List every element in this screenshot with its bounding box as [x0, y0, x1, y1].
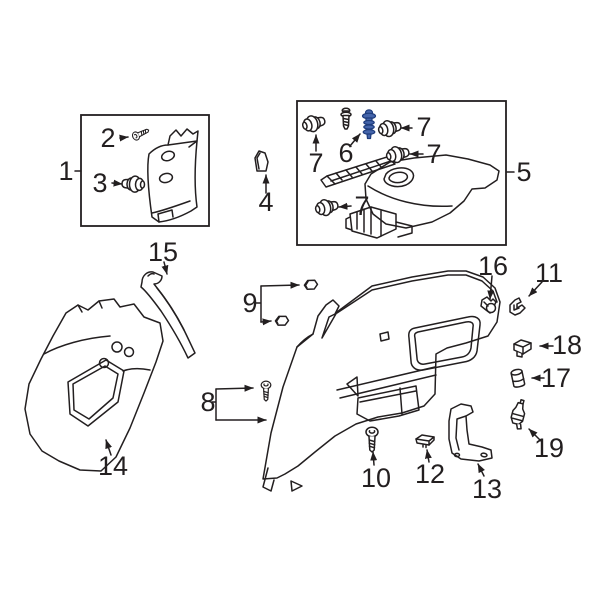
- part-12-clip-drawing: [415, 434, 435, 449]
- callout-7c: 7: [426, 139, 441, 169]
- part-2-screw-drawing: [130, 125, 151, 142]
- callout-11: 11: [535, 258, 563, 288]
- part-19-clip-drawing: [510, 399, 526, 430]
- leader-arrow-6: [349, 133, 361, 147]
- part-16-clip-drawing: [480, 296, 497, 314]
- part-10-screw-drawing: [365, 426, 379, 453]
- leader-arrow-11: [528, 281, 543, 297]
- part-8-screw-drawing: [260, 380, 272, 402]
- part-17-cylinder-drawing: [510, 368, 526, 388]
- callout-18: 18: [552, 330, 582, 360]
- callout-6: 6: [338, 138, 353, 168]
- leader-bracket-8: [211, 388, 217, 421]
- part-5-trim-panel-drawing: [345, 154, 500, 239]
- leader-arrow-9b: [260, 318, 272, 326]
- part-3-grommet-drawing: [120, 174, 146, 194]
- callout-13: 13: [472, 474, 502, 504]
- callout-7a: 7: [308, 148, 323, 178]
- part-15-bracket-drawing: [140, 271, 196, 359]
- callout-19: 19: [534, 433, 564, 463]
- part-6-highlighted-clip: [361, 109, 377, 140]
- leader-arrow-2: [119, 134, 129, 142]
- leader-arrow-12: [424, 449, 432, 463]
- callout-9: 9: [242, 288, 257, 318]
- callout-16: 16: [478, 251, 508, 281]
- leader-bracket-9: [255, 285, 262, 323]
- callout-7b: 7: [416, 112, 431, 142]
- part-4-cap-drawing: [254, 150, 269, 172]
- leader-arrow-9a: [260, 281, 300, 289]
- leader-arrow-13: [477, 463, 485, 477]
- part-5-grille-drawing: [320, 156, 396, 188]
- leader-arrow-7d: [338, 202, 352, 210]
- callout-12: 12: [415, 459, 445, 489]
- leader-arrow-19: [528, 428, 542, 442]
- callout-3: 3: [92, 168, 107, 198]
- callout-7d: 7: [354, 191, 369, 221]
- callout-17: 17: [541, 363, 571, 393]
- callout-4: 4: [258, 187, 273, 217]
- leader-arrow-8a: [215, 384, 254, 392]
- box-part-5: [296, 100, 507, 246]
- callout-10: 10: [361, 463, 391, 493]
- part-13-bracket-drawing: [448, 403, 493, 462]
- part-5-frame: [296, 100, 507, 246]
- part-7-clip-a: [300, 111, 328, 135]
- callout-15: 15: [148, 237, 178, 267]
- callout-8: 8: [200, 387, 215, 417]
- part-6-screw-drawing: [340, 107, 352, 130]
- part-14-side-panel-drawing: [24, 298, 164, 472]
- part-9-cap-b: [274, 314, 290, 328]
- part-7-clip-d: [313, 196, 341, 219]
- callout-5: 5: [516, 157, 531, 187]
- part-7-clip-b: [376, 117, 404, 140]
- part-1-pillar-trim-drawing: [147, 128, 199, 223]
- leader-arrow-15: [161, 261, 169, 275]
- leader-arrow-14: [105, 439, 113, 456]
- callout-2: 2: [100, 123, 115, 153]
- part-9-cap-a: [302, 278, 319, 292]
- leader-arrow-10: [370, 451, 378, 466]
- quarter-trim-panel-drawing: [262, 270, 501, 492]
- part-18-clip-drawing: [513, 339, 532, 358]
- callout-1: 1: [58, 156, 73, 186]
- callout-14: 14: [98, 451, 128, 481]
- leader-arrow-3: [111, 179, 123, 187]
- leader-arrow-16: [487, 275, 495, 300]
- part-11-clip-drawing: [509, 297, 526, 316]
